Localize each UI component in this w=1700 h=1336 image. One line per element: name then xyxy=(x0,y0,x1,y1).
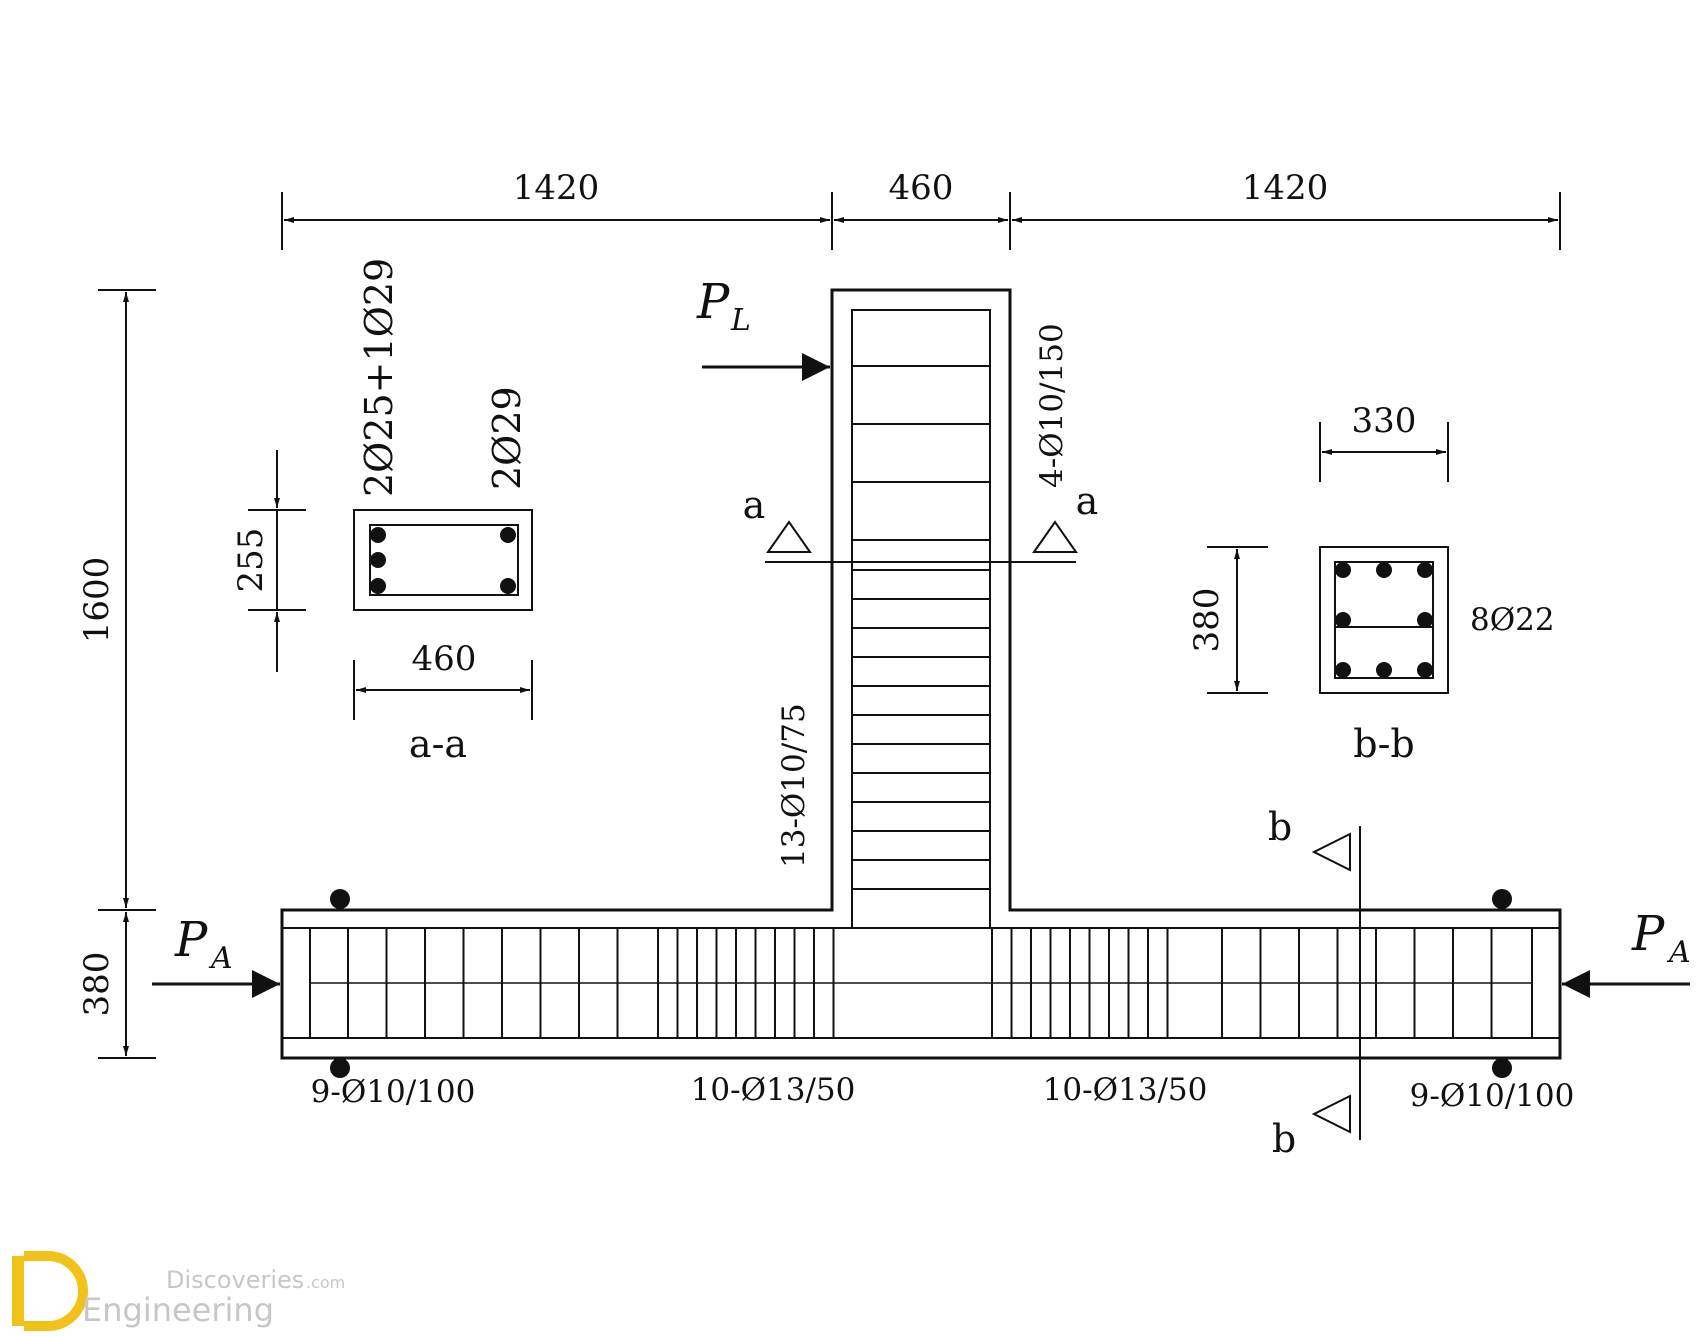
aa-left-bars-label: 2Ø25+1Ø29 xyxy=(357,258,401,497)
beam-right-stirrup-label: 9-Ø10/100 xyxy=(1410,1078,1575,1114)
dim-aa-height: 255 xyxy=(231,528,271,593)
load-pl-subscript: L xyxy=(730,303,751,338)
bar-dot xyxy=(1492,1058,1512,1078)
load-pa-left: P A xyxy=(152,912,280,998)
column-stirrups xyxy=(852,365,990,890)
load-pl: P L xyxy=(696,274,830,381)
dim-top-right: 1420 xyxy=(1242,168,1329,208)
section-cut-a: a a xyxy=(743,479,1099,563)
load-pa-right: P A xyxy=(1562,906,1691,998)
load-pa-right-subscript: A xyxy=(1666,935,1691,970)
section-b-label-bottom: b xyxy=(1272,1117,1296,1161)
section-bb-title: b-b xyxy=(1353,722,1415,766)
brand-logo: Discoveries .com Engineering xyxy=(12,1251,345,1331)
load-pl-symbol: P xyxy=(696,274,730,330)
dim-top-mid: 460 xyxy=(889,168,954,208)
dim-top-left: 1420 xyxy=(513,168,600,208)
dim-col-height: 1600 xyxy=(77,557,117,644)
load-pa-left-subscript: A xyxy=(208,941,233,976)
section-cut-b: b b xyxy=(1268,805,1361,1161)
section-b-triangle-top xyxy=(1311,832,1351,872)
dim-beam-height: 380 xyxy=(77,952,117,1017)
bar-dot xyxy=(330,889,350,909)
col-upper-stirrup-label: 4-Ø10/150 xyxy=(1034,323,1070,488)
section-a-label-left: a xyxy=(743,483,766,527)
logo-brand-bottom: Engineering xyxy=(82,1291,274,1329)
bb-bars-label: 8Ø22 xyxy=(1470,602,1555,638)
specimen-outline xyxy=(280,288,1562,1060)
load-pa-right-symbol: P xyxy=(1631,906,1665,962)
beam-mid-left-stirrup-label: 10-Ø13/50 xyxy=(691,1072,856,1108)
aa-right-bars-label: 2Ø29 xyxy=(485,386,529,490)
section-aa-title: a-a xyxy=(409,722,467,766)
beam-left-stirrup-label: 9-Ø10/100 xyxy=(311,1074,476,1110)
logo-brand-top: Discoveries xyxy=(166,1266,304,1294)
logo-brand-top-suffix: .com xyxy=(306,1273,345,1292)
beam-mid-right-stirrup-label: 10-Ø13/50 xyxy=(1043,1072,1208,1108)
left-dimension: 1600 380 xyxy=(77,289,156,1059)
section-a-triangle-right xyxy=(1032,520,1078,553)
load-pa-left-symbol: P xyxy=(174,912,208,968)
bar-dot xyxy=(330,1058,350,1078)
dim-aa-width: 460 xyxy=(412,639,477,679)
top-dimension: 1420 460 1420 xyxy=(281,168,1561,250)
col-lower-stirrup-label: 13-Ø10/75 xyxy=(776,703,812,868)
dim-bb-width: 330 xyxy=(1352,401,1417,441)
logo-e-icon xyxy=(12,1251,88,1331)
section-b-triangle-bottom xyxy=(1311,1094,1351,1134)
dim-bb-height: 380 xyxy=(1187,588,1227,653)
beam-stirrups xyxy=(347,928,1493,1038)
bar-dot xyxy=(1492,889,1512,909)
section-b-label-top: b xyxy=(1268,805,1292,849)
section-a-label-right: a xyxy=(1076,479,1099,523)
section-bb-detail: 330 380 8Ø22 b-b xyxy=(1187,401,1555,766)
section-aa-detail: 255 460 2Ø25+1Ø29 2Ø29 a-a xyxy=(231,258,533,766)
section-a-triangle-left xyxy=(766,520,812,553)
